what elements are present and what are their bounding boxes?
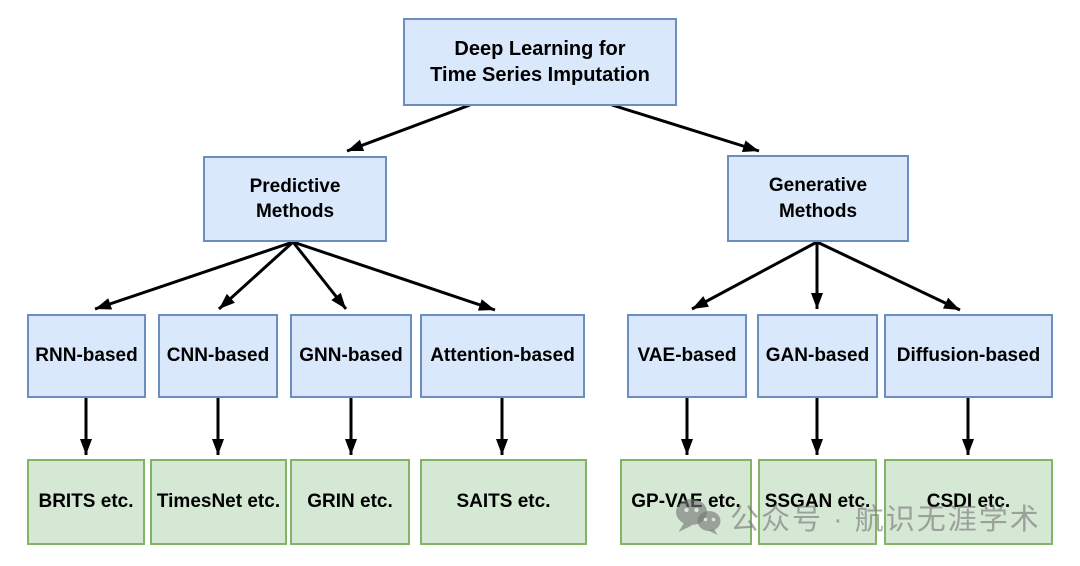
node-diffusion-based: Diffusion-based (884, 314, 1053, 398)
node-vae-based: VAE-based (627, 314, 747, 398)
wechat-icon (676, 499, 721, 535)
node-saits-etc: SAITS etc. (420, 459, 587, 545)
edge-root-predictive (346, 103, 471, 153)
node-cnn-based: CNN-based (158, 314, 278, 398)
edge-generative-diffusion (816, 240, 961, 312)
node-generative-methods: Generative Methods (727, 155, 909, 242)
node-grin-etc: GRIN etc. (290, 459, 410, 545)
edge-predictive-cnn (217, 240, 295, 311)
node-root: Deep Learning for Time Series Imputation (403, 18, 677, 106)
node-csdi-etc: CSDI etc. (884, 459, 1053, 545)
node-attention-based: Attention-based (420, 314, 585, 398)
edge-predictive-gnn (291, 241, 348, 310)
node-predictive-methods: Predictive Methods (203, 156, 387, 242)
edge-generative-vae (691, 240, 818, 311)
node-timesnet-etc: TimesNet etc. (150, 459, 287, 545)
watermark: 公众号 · 航识无涯学术 (674, 496, 1041, 538)
watermark-text: 公众号 · 航识无涯学术 (730, 504, 1041, 536)
node-gan-based: GAN-based (757, 314, 878, 398)
node-rnn-based: RNN-based (27, 314, 146, 398)
edge-predictive-attention (292, 240, 496, 312)
node-brits-etc: BRITS etc. (27, 459, 145, 545)
edge-predictive-rnn (94, 240, 294, 311)
node-ssgan-etc: SSGAN etc. (758, 459, 877, 545)
edge-root-generative (611, 103, 760, 153)
node-gnn-based: GNN-based (290, 314, 412, 398)
